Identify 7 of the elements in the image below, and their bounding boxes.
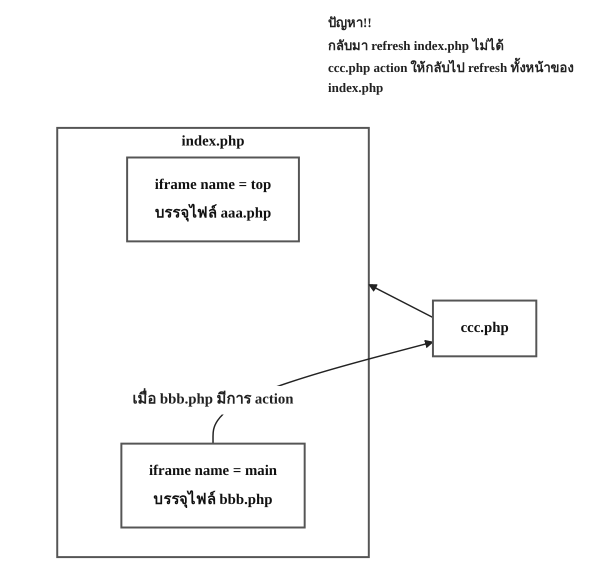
node-box: iframe name = top บรรจุไฟล์ aaa.php (126, 156, 300, 242)
arrow (368, 284, 434, 318)
note-text: ปัญหา!! (328, 14, 373, 32)
node-box: ccc.php (432, 300, 538, 358)
note-text: ccc.php action ให้กลับไป refresh ทั้งหน้าของ index.php (328, 58, 578, 97)
node-box: iframe name = main บรรจุไฟล์ bbb.php (120, 442, 306, 528)
note-text: กลับมา refresh index.php ไม่ได้ (328, 36, 504, 55)
